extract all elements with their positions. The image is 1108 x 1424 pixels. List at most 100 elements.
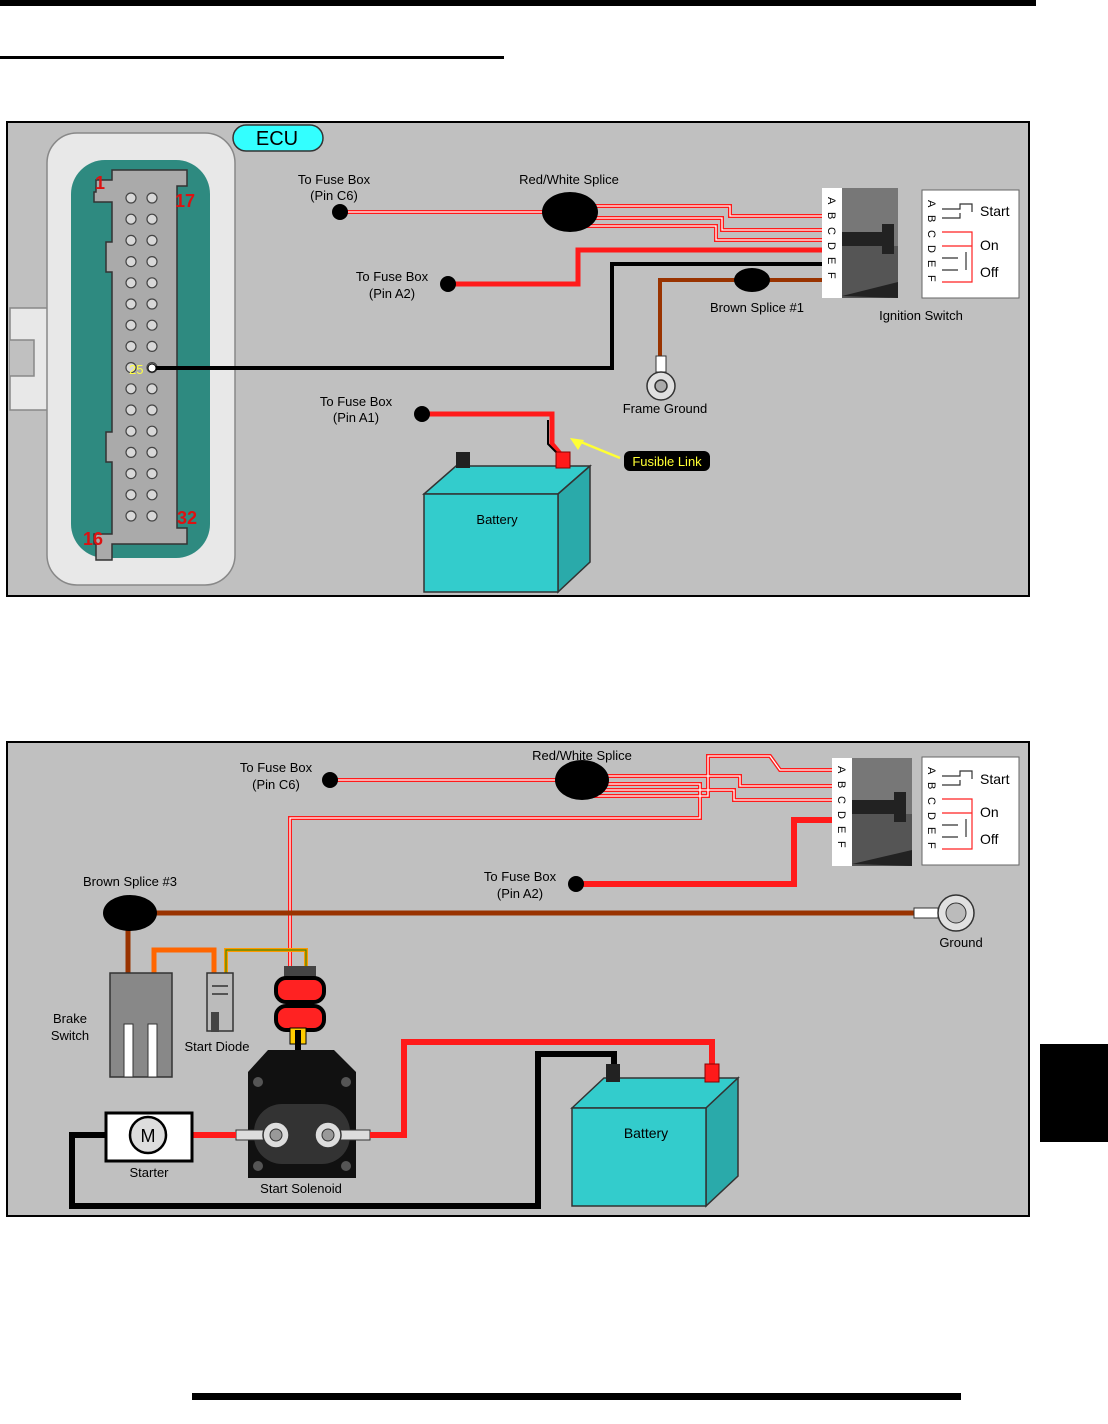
fuse-c6-label-1: To Fuse Box bbox=[298, 172, 371, 187]
battery-2 bbox=[570, 1063, 740, 1208]
ecu-pin-hole bbox=[125, 425, 137, 437]
wire-black-ecu-25 bbox=[150, 262, 822, 370]
red-white-splice-label-2: Red/White Splice bbox=[532, 748, 632, 763]
ecu-pin-hole bbox=[125, 277, 137, 289]
ecu-pin-16-label: 16 bbox=[83, 529, 103, 549]
switch-pin-letter: E bbox=[835, 826, 847, 833]
start-diode-label: Start Diode bbox=[184, 1039, 249, 1054]
switch-pin-letter: D bbox=[835, 811, 847, 819]
cable-black-ground bbox=[69, 1051, 617, 1209]
brown-splice-1 bbox=[734, 268, 770, 292]
legend-start-2: Start bbox=[980, 771, 1010, 787]
wire-red-a2 bbox=[448, 247, 822, 287]
switch-pin-letter: C bbox=[925, 230, 937, 238]
solenoid-connector bbox=[274, 966, 326, 1062]
brake-switch-label-2: Switch bbox=[51, 1028, 89, 1043]
brown-splice-label: Brown Splice #1 bbox=[710, 300, 804, 315]
fusible-link-label: Fusible Link bbox=[632, 454, 702, 469]
switch-pin-letter: E bbox=[825, 257, 837, 264]
ecu-pin-hole bbox=[125, 383, 137, 395]
ecu-pin-hole bbox=[146, 192, 158, 204]
frame-ground-lug bbox=[646, 355, 676, 401]
legend-on-2: On bbox=[980, 804, 999, 820]
ecu-pin-hole bbox=[125, 510, 137, 522]
legend-on: On bbox=[980, 237, 999, 253]
switch-pin-letter: F bbox=[925, 275, 937, 282]
red-white-splice-label: Red/White Splice bbox=[519, 172, 619, 187]
switch-pin-letter: B bbox=[925, 215, 937, 222]
ecu-pin-hole bbox=[125, 234, 137, 246]
switch-pin-letter: A bbox=[835, 766, 847, 774]
ecu-pin-17-label: 17 bbox=[175, 191, 195, 211]
switch-pin-letter: C bbox=[825, 227, 837, 235]
ecu-pin-hole bbox=[125, 362, 137, 374]
fuse-c6-label-2a: To Fuse Box bbox=[240, 760, 313, 775]
title-underline bbox=[0, 56, 504, 59]
switch-pin-letter: A bbox=[925, 767, 937, 775]
switch-pin-letter: B bbox=[835, 781, 847, 788]
ecu-pin-hole bbox=[125, 340, 137, 352]
top-rule bbox=[0, 0, 1036, 6]
ecu-pin-hole bbox=[125, 213, 137, 225]
ecu-pin-hole bbox=[146, 298, 158, 310]
switch-pin-letter: C bbox=[925, 797, 937, 805]
fusible-link-tag bbox=[624, 451, 710, 471]
start-diode bbox=[206, 972, 234, 1032]
switch-pin-letter: D bbox=[825, 242, 837, 250]
ecu-pin-hole bbox=[125, 468, 137, 480]
fusible-link-arrow bbox=[575, 438, 621, 460]
brake-switch bbox=[109, 972, 173, 1078]
switch-pin-letter: F bbox=[825, 272, 837, 279]
ecu-pin-hole bbox=[146, 446, 158, 458]
starter-label: Starter bbox=[129, 1165, 169, 1180]
ecu-connector bbox=[9, 132, 236, 586]
ecu-tag bbox=[232, 124, 324, 152]
ground-label: Ground bbox=[939, 935, 982, 950]
ecu-pin-hole bbox=[146, 425, 158, 437]
wire-red-white-bundle bbox=[288, 754, 832, 970]
fuse-a2-label-2: (Pin A2) bbox=[369, 286, 415, 301]
switch-pin-letter: C bbox=[835, 796, 847, 804]
wire-red-a2-2 bbox=[576, 817, 832, 887]
ecu-pin-hole bbox=[146, 234, 158, 246]
switch-pin-letter: D bbox=[925, 245, 937, 253]
ecu-pin-hole bbox=[146, 510, 158, 522]
fuse-a2-label-1: To Fuse Box bbox=[356, 269, 429, 284]
fuse-c6-terminal bbox=[332, 204, 348, 220]
brake-switch-label-1: Brake bbox=[53, 1011, 87, 1026]
switch-pin-letter: B bbox=[825, 212, 837, 219]
fuse-a1-terminal bbox=[414, 406, 430, 422]
ecu-pin-hole bbox=[146, 404, 158, 416]
ecu-pin-hole bbox=[125, 489, 137, 501]
red-white-splice-2 bbox=[555, 760, 609, 800]
ecu-pin-32-label: 32 bbox=[177, 508, 197, 528]
ecu-pin-hole bbox=[146, 256, 158, 268]
ecu-label: ECU bbox=[256, 128, 298, 150]
ignition-switch-label: Ignition Switch bbox=[879, 308, 963, 323]
battery-1 bbox=[422, 451, 592, 594]
start-solenoid-label: Start Solenoid bbox=[260, 1181, 342, 1196]
switch-pin-letter: E bbox=[925, 260, 937, 267]
fuse-a2-terminal-2 bbox=[568, 876, 584, 892]
ecu-pin-hole bbox=[146, 213, 158, 225]
ecu-pin-hole bbox=[125, 446, 137, 458]
switch-pin-letter: D bbox=[925, 812, 937, 820]
ecu-pin-hole bbox=[125, 319, 137, 331]
section-tab bbox=[1040, 1044, 1108, 1142]
red-white-splice bbox=[542, 192, 598, 232]
brown-splice-3-label: Brown Splice #3 bbox=[83, 874, 177, 889]
fuse-a2-label-2b: (Pin A2) bbox=[497, 886, 543, 901]
wire-orange bbox=[151, 947, 217, 974]
battery-2-label: Battery bbox=[624, 1125, 668, 1141]
frame-ground-label: Frame Ground bbox=[623, 401, 708, 416]
start-solenoid bbox=[235, 1050, 371, 1178]
ecu-pin-hole bbox=[125, 298, 137, 310]
fuse-a1-label-2: (Pin A1) bbox=[333, 410, 379, 425]
switch-pin-letter: F bbox=[925, 842, 937, 849]
